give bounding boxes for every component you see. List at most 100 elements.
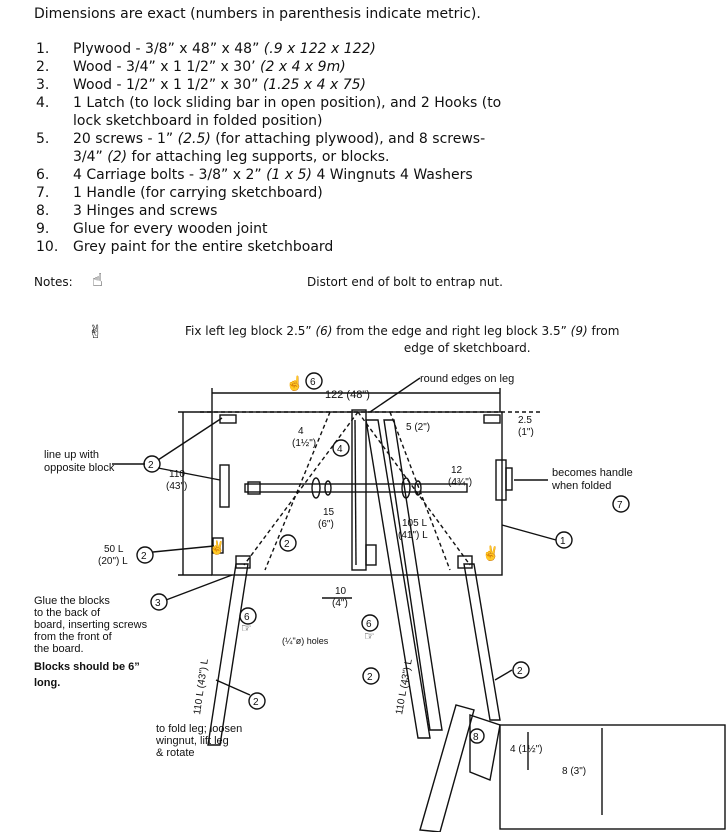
- height-dim-label-in: (43"): [166, 481, 187, 492]
- callout-lineup-2: opposite block: [44, 462, 115, 474]
- item-text-line2: lock sketchboard in folded position): [73, 113, 323, 129]
- dim-4b-label: 4 (1½"): [510, 744, 542, 755]
- callout-circle-1: 1: [555, 531, 573, 549]
- fold-detail-leg: [419, 704, 475, 832]
- item-metric: (1 x 5): [266, 167, 312, 183]
- callout-circle-6-left: 6: [239, 607, 257, 625]
- callout-glue-2: to the back of: [34, 607, 101, 619]
- guide-dash: [243, 411, 359, 566]
- item-text-after: 4 Wingnuts 4 Washers: [312, 167, 473, 183]
- callout-circle-2-bottom: 2: [248, 692, 266, 710]
- callout-circle-7: 7: [612, 495, 630, 513]
- callout-handle-1: becomes handle: [552, 467, 633, 479]
- dim-25-label-in: (1"): [518, 427, 534, 438]
- circle-number: 2: [367, 672, 373, 683]
- item-text: 1 Latch (to lock sliding bar in open pos…: [73, 95, 502, 111]
- dim-4-label: 4: [298, 426, 304, 437]
- item-text: 3 Hinges and screws: [73, 203, 218, 219]
- callout-handle-2: when folded: [551, 480, 611, 492]
- corner-block: [219, 414, 237, 424]
- item-number: 7.: [36, 185, 50, 201]
- callout-circle-3: 3: [150, 593, 168, 611]
- bolt-head: [247, 481, 261, 495]
- callout-fold-2: wingnut, lift leg: [155, 735, 229, 747]
- guide-dash: [357, 411, 471, 566]
- callout-circle-8: 8: [469, 728, 485, 744]
- note2-part-c: from: [587, 324, 620, 338]
- dim-5-label: 5 (2"): [406, 422, 430, 433]
- dim-15-label: 15: [323, 507, 335, 518]
- width-dim-label: 122 (48"): [325, 389, 370, 401]
- leader-line: [494, 669, 513, 681]
- item-text: Wood - 3/4” x 1 1/2” x 30’: [73, 59, 261, 75]
- dim-105-label-in: (41") L: [398, 530, 428, 541]
- callout-glue-1: Glue the blocks: [34, 595, 110, 607]
- item-text: Glue for every wooden joint: [73, 221, 268, 237]
- callout-circle-6-mid: 6: [361, 614, 379, 632]
- item-number: 1.: [36, 41, 50, 57]
- callout-glue-4: from the front of: [34, 631, 113, 643]
- dim-12-label: 12: [451, 465, 463, 476]
- dim-25-label: 2.5: [518, 415, 532, 426]
- item-text: Grey paint for the entire sketchboard: [73, 239, 334, 255]
- circle-number: 2: [148, 460, 154, 471]
- circle-number: 1: [560, 536, 566, 547]
- list-item: 9.Glue for every wooden joint: [36, 220, 501, 238]
- line2-metric: (2): [107, 149, 128, 165]
- fold-detail-board: [499, 724, 726, 830]
- dim-10-label-in: (4"): [332, 598, 348, 609]
- dim-105-label: 105 L: [402, 518, 427, 529]
- callout-circle-6-top: 6: [305, 372, 323, 390]
- item-text: 20 screws - 1”: [73, 131, 178, 147]
- circle-number: 6: [366, 619, 372, 630]
- note2-part-b: from the edge and right leg block 3.5”: [332, 324, 571, 338]
- item-metric: (2 x 4 x 9m): [260, 59, 346, 75]
- circle-number: 6: [244, 612, 250, 623]
- dim-50-label-in: (20") L: [98, 556, 128, 567]
- callout-circle-2-lineup: 2: [143, 455, 161, 473]
- leg-left-length: 110 L (43") L: [192, 658, 211, 716]
- item-text-line2: 3/4” (2) for attaching leg supports, or …: [73, 148, 501, 166]
- item-text: Plywood - 3/8” x 48” x 48”: [73, 41, 264, 57]
- leader-line: [157, 417, 223, 461]
- corner-block: [483, 414, 501, 424]
- circle-number: 3: [155, 598, 161, 609]
- item-text: 1 Handle (for carrying sketchboard): [73, 185, 323, 201]
- callout-fold-1: to fold leg; loosen: [156, 723, 242, 735]
- list-item: 2.Wood - 3/4” x 1 1/2” x 30’ (2 x 4 x 9m…: [36, 58, 501, 76]
- leader-line: [369, 377, 421, 413]
- callout-blocks-1: Blocks should be 6”: [34, 661, 140, 673]
- materials-list: 1.Plywood - 3/8” x 48” x 48” (.9 x 122 x…: [36, 40, 501, 256]
- leg-mid-length: 110 L (43") L: [394, 658, 415, 716]
- guide-dash: [264, 411, 331, 571]
- leg-center-b: [383, 419, 443, 731]
- wingnut: [311, 477, 321, 499]
- list-item: 5.20 screws - 1” (2.5) (for attaching pl…: [36, 130, 501, 166]
- leader-line: [215, 679, 251, 696]
- circle-number: 2: [253, 697, 259, 708]
- callout-lineup-1: line up with: [44, 449, 99, 461]
- list-item: 7. 1 Handle (for carrying sketchboard): [36, 184, 501, 202]
- circle-number: 2: [284, 539, 290, 550]
- fold-detail-block: [469, 714, 501, 781]
- washer: [324, 480, 332, 496]
- leg-block-left: [235, 555, 251, 569]
- washer: [414, 480, 422, 496]
- side-block-left: [219, 464, 230, 508]
- note2-metric-a: (6): [315, 324, 333, 338]
- item-number: 5.: [36, 131, 50, 147]
- list-item: 4.1 Latch (to lock sliding bar in open p…: [36, 94, 501, 130]
- callout-circle-2-leg: 2: [512, 661, 530, 679]
- notes-label: Notes:: [34, 275, 73, 289]
- dim-12-label-in: (4¾"): [448, 477, 472, 488]
- dim-50-label: 50 L: [104, 544, 124, 555]
- callout-glue-5: the board.: [34, 643, 84, 655]
- circle-number: 4: [337, 444, 343, 455]
- handle-block: [495, 459, 507, 501]
- callout-circle-2-bar: 2: [279, 534, 297, 552]
- item-text: 4 Carriage bolts - 3/8” x 2”: [73, 167, 267, 183]
- sketchboard-diagram: 122 (48") 110 (43"): [34, 372, 726, 832]
- list-item: 8.3 Hinges and screws: [36, 202, 501, 220]
- holes-label: (¼"ø) holes: [282, 636, 329, 646]
